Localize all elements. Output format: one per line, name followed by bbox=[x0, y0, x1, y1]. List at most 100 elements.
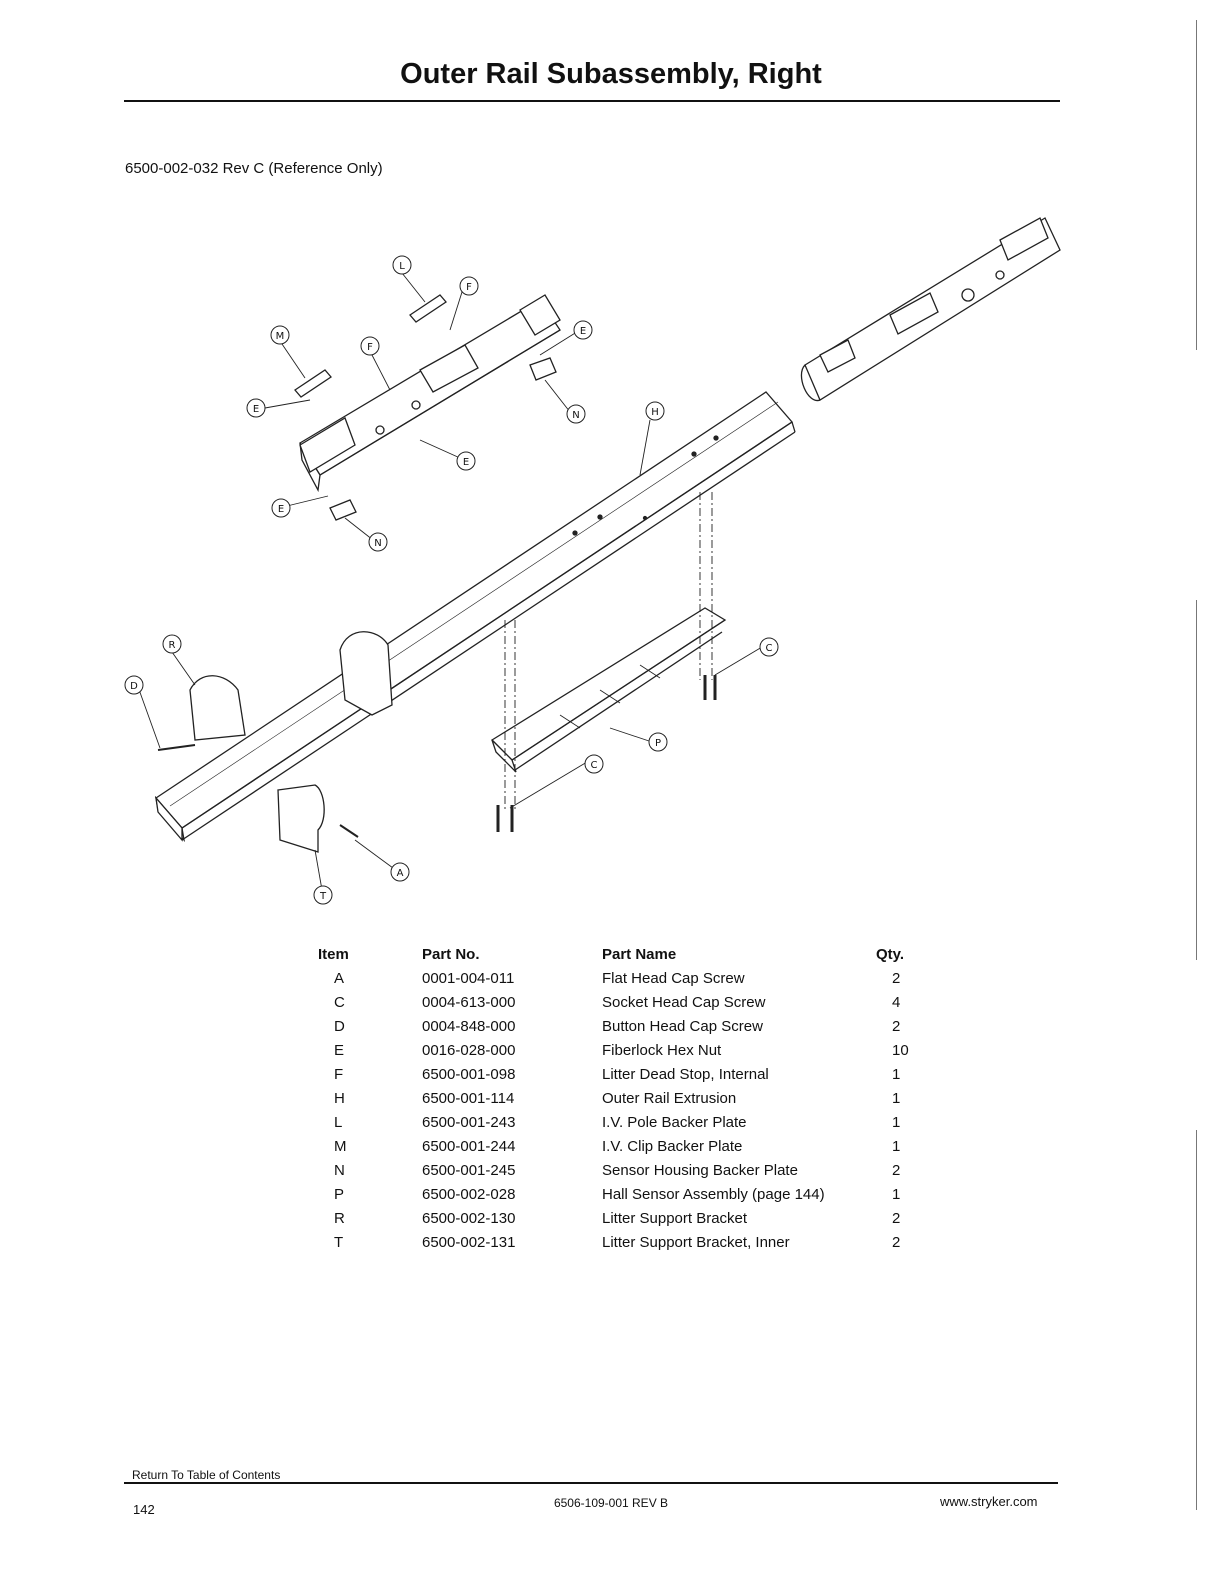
item-cell: F bbox=[334, 1065, 344, 1083]
assembly-centerlines bbox=[504, 492, 713, 810]
part-name-cell: I.V. Clip Backer Plate bbox=[602, 1137, 743, 1155]
part-name-cell: Button Head Cap Screw bbox=[602, 1017, 763, 1035]
qty-cell: 2 bbox=[892, 1209, 901, 1227]
callout-label: C bbox=[591, 760, 598, 771]
table-row: D 0004-848-000 Button Head Cap Screw 2 bbox=[318, 1014, 936, 1038]
title-rule bbox=[124, 100, 1060, 102]
qty-cell: 1 bbox=[892, 1113, 901, 1131]
screws bbox=[157, 675, 717, 838]
callout-label: C bbox=[766, 643, 773, 654]
page-title: Outer Rail Subassembly, Right bbox=[400, 58, 822, 90]
drawing-reference: 6500-002-032 Rev C (Reference Only) bbox=[125, 160, 383, 177]
scan-edge-mark bbox=[1196, 1130, 1197, 1510]
item-cell: R bbox=[334, 1209, 345, 1227]
exploded-view-drawing: L F M F E E N H E E N R D C P C A T bbox=[0, 200, 1222, 920]
scan-edge-mark bbox=[1196, 600, 1197, 960]
outer-rail-extrusion bbox=[154, 391, 796, 843]
page-number: 142 bbox=[133, 1502, 155, 1517]
part-name-cell: Litter Support Bracket bbox=[602, 1209, 748, 1227]
table-row: L 6500-001-243 I.V. Pole Backer Plate 1 bbox=[318, 1110, 936, 1134]
callout-label: E bbox=[278, 504, 284, 515]
callout-label: N bbox=[374, 538, 381, 549]
part-no-cell: 0004-848-000 bbox=[422, 1017, 516, 1035]
callout-label: D bbox=[130, 681, 138, 692]
return-to-toc-link[interactable]: Return To Table of Contents bbox=[132, 1468, 281, 1482]
table-row: H 6500-001-114 Outer Rail Extrusion 1 bbox=[318, 1086, 936, 1110]
callout-label: R bbox=[169, 640, 176, 651]
qty-cell: 1 bbox=[892, 1065, 901, 1083]
header-part-no: Part No. bbox=[422, 945, 480, 963]
part-no-cell: 6500-001-244 bbox=[422, 1137, 516, 1155]
item-cell: A bbox=[334, 969, 345, 987]
qty-cell: 10 bbox=[892, 1041, 909, 1059]
table-row: T 6500-002-131 Litter Support Bracket, I… bbox=[318, 1230, 936, 1254]
table-row: N 6500-001-245 Sensor Housing Backer Pla… bbox=[318, 1158, 936, 1182]
qty-cell: 2 bbox=[892, 1233, 901, 1251]
rail-end-section bbox=[800, 217, 1061, 401]
part-name-cell: Socket Head Cap Screw bbox=[602, 993, 766, 1011]
part-no-cell: 6500-001-114 bbox=[422, 1089, 515, 1107]
scan-edge-mark bbox=[1196, 20, 1197, 350]
qty-cell: 1 bbox=[892, 1185, 901, 1203]
callout-label: E bbox=[253, 404, 259, 415]
qty-cell: 4 bbox=[892, 993, 901, 1011]
part-no-cell: 0016-028-000 bbox=[422, 1041, 516, 1059]
callout-label: F bbox=[466, 282, 472, 293]
header-item: Item bbox=[318, 945, 349, 963]
item-cell: L bbox=[334, 1113, 343, 1131]
header-part-name: Part Name bbox=[602, 945, 677, 963]
litter-support-bracket-t bbox=[339, 631, 393, 716]
table-row: P 6500-002-028 Hall Sensor Assembly (pag… bbox=[318, 1182, 936, 1206]
callout-markers bbox=[124, 255, 779, 905]
footer-rule bbox=[124, 1482, 1058, 1484]
callout-label: A bbox=[397, 868, 404, 879]
part-name-cell: Hall Sensor Assembly (page 144) bbox=[602, 1185, 825, 1203]
table-row: R 6500-002-130 Litter Support Bracket 2 bbox=[318, 1206, 936, 1230]
part-no-cell: 6500-001-243 bbox=[422, 1113, 516, 1131]
part-name-cell: Sensor Housing Backer Plate bbox=[602, 1161, 798, 1179]
item-cell: P bbox=[334, 1185, 345, 1203]
litter-support-bracket-lower bbox=[277, 784, 325, 853]
part-name-cell: I.V. Pole Backer Plate bbox=[602, 1113, 747, 1131]
part-name-cell: Litter Dead Stop, Internal bbox=[602, 1065, 769, 1083]
document-number: 6506-109-001 REV B bbox=[553, 1496, 669, 1510]
qty-cell: 2 bbox=[892, 1017, 901, 1035]
hall-sensor-assembly bbox=[490, 607, 727, 773]
part-no-cell: 0004-613-000 bbox=[422, 993, 516, 1011]
table-row: E 0016-028-000 Fiberlock Hex Nut 10 bbox=[318, 1038, 936, 1062]
table-header-row: Item Part No. Part Name Qty. bbox=[318, 942, 936, 966]
item-cell: N bbox=[334, 1161, 345, 1179]
qty-cell: 1 bbox=[892, 1137, 901, 1155]
part-name-cell: Fiberlock Hex Nut bbox=[602, 1041, 722, 1059]
leader-lines bbox=[136, 272, 763, 891]
dead-stop-assembly bbox=[299, 294, 561, 493]
item-cell: M bbox=[334, 1137, 347, 1155]
table-row: M 6500-001-244 I.V. Clip Backer Plate 1 bbox=[318, 1134, 936, 1158]
item-cell: T bbox=[334, 1233, 344, 1251]
callout-label: H bbox=[651, 407, 659, 418]
part-no-cell: 0001-004-011 bbox=[422, 969, 515, 987]
callout-label: E bbox=[463, 457, 469, 468]
callout-label: E bbox=[580, 326, 586, 337]
item-cell: H bbox=[334, 1089, 345, 1107]
table-row: F 6500-001-098 Litter Dead Stop, Interna… bbox=[318, 1062, 936, 1086]
qty-cell: 1 bbox=[892, 1089, 901, 1107]
backer-plates bbox=[294, 294, 557, 521]
part-no-cell: 6500-002-131 bbox=[422, 1233, 516, 1251]
callout-label: F bbox=[367, 342, 373, 353]
qty-cell: 2 bbox=[892, 969, 901, 987]
table-row: C 0004-613-000 Socket Head Cap Screw 4 bbox=[318, 990, 936, 1014]
part-no-cell: 6500-001-245 bbox=[422, 1161, 516, 1179]
part-name-cell: Flat Head Cap Screw bbox=[602, 969, 745, 987]
item-cell: C bbox=[334, 993, 345, 1011]
callout-label: L bbox=[399, 261, 405, 272]
website-url: www.stryker.com bbox=[940, 1494, 1038, 1509]
callout-label: N bbox=[572, 410, 579, 421]
qty-cell: 2 bbox=[892, 1161, 901, 1179]
part-name-cell: Litter Support Bracket, Inner bbox=[602, 1233, 790, 1251]
callout-label: M bbox=[276, 331, 285, 342]
table-row: A 0001-004-011 Flat Head Cap Screw 2 bbox=[318, 966, 936, 990]
litter-support-bracket-r bbox=[189, 675, 246, 741]
item-cell: E bbox=[334, 1041, 345, 1059]
exploded-view-svg: L F M F E E N H E E N R D C P C A T bbox=[124, 217, 1061, 905]
